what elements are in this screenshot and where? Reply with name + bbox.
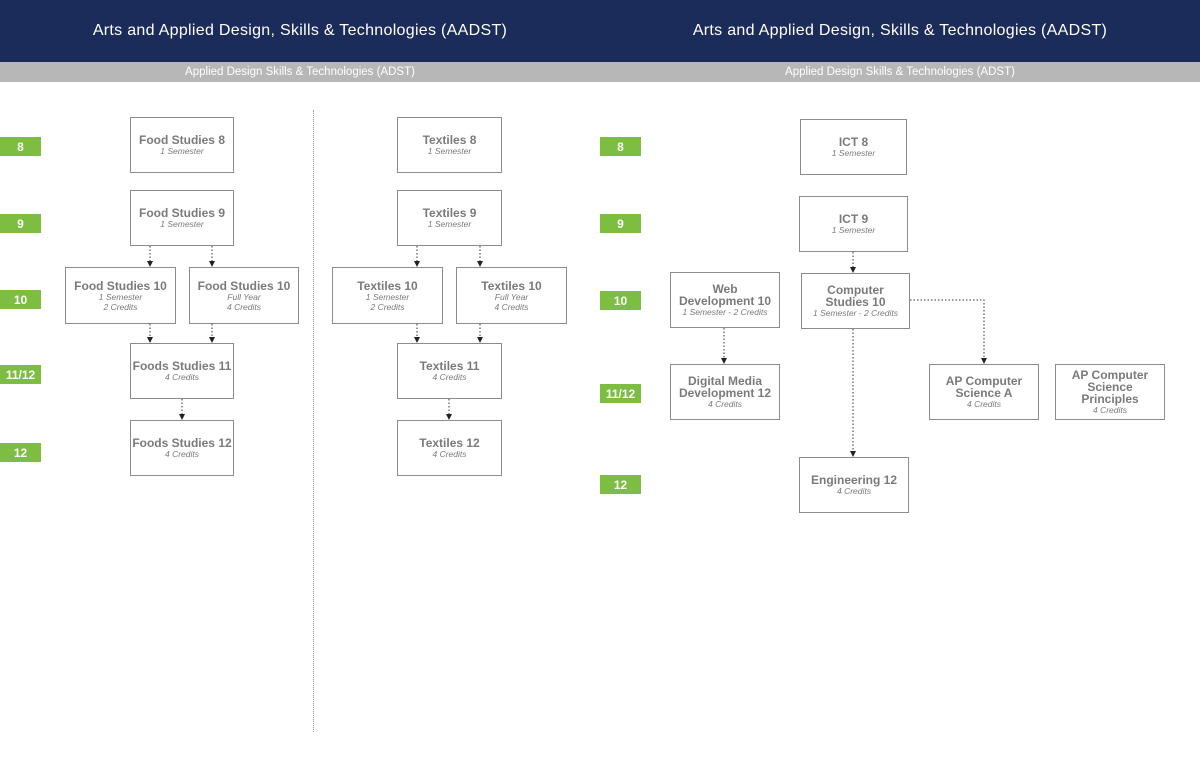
course-name: AP Computer Science Principles bbox=[1071, 368, 1149, 406]
course-name: Engineering 12 bbox=[810, 473, 898, 487]
course-textiles-9: Textiles 9 1 Semester bbox=[397, 190, 502, 246]
course-detail: 1 Semester bbox=[427, 219, 472, 229]
course-name: Food Studies 10 bbox=[74, 278, 167, 293]
course-name: Foods Studies 12 bbox=[132, 436, 232, 450]
course-detail: 1 Semester bbox=[98, 291, 143, 302]
course-ict-9: ICT 9 1 Semester bbox=[799, 196, 908, 252]
course-food-studies-9: Food Studies 9 1 Semester bbox=[130, 190, 234, 246]
course-ap-computer-science-a: AP Computer Science A 4 Credits bbox=[929, 364, 1039, 420]
course-food-studies-10-full-year: Food Studies 10 Full Year 4 Credits bbox=[189, 267, 299, 324]
grade-label-11-12: 11/12 bbox=[600, 384, 641, 403]
course-name: Textiles 12 bbox=[419, 436, 480, 450]
course-detail: 4 Credits bbox=[494, 301, 529, 312]
grade-label-8: 8 bbox=[600, 137, 641, 156]
course-detail: Full Year bbox=[494, 291, 529, 302]
left-page: Arts and Applied Design, Skills & Techno… bbox=[0, 0, 600, 732]
course-web-development-10: Web Development 10 1 Semester - 2 Credit… bbox=[670, 272, 780, 328]
course-name: ICT 9 bbox=[838, 212, 869, 226]
course-computer-studies-10: Computer Studies 10 1 Semester - 2 Credi… bbox=[801, 273, 910, 329]
course-detail: 4 Credits bbox=[432, 372, 467, 382]
grade-label-9: 9 bbox=[600, 214, 641, 233]
course-detail: 1 Semester bbox=[160, 146, 204, 156]
course-detail: 1 Semester bbox=[427, 146, 472, 156]
course-name: Textiles 10 bbox=[481, 278, 542, 293]
grade-label-10: 10 bbox=[600, 291, 641, 310]
course-name: Food Studies 8 bbox=[138, 133, 225, 147]
grade-label-8: 8 bbox=[0, 137, 41, 156]
course-detail: Full Year bbox=[227, 291, 261, 302]
course-detail: 2 Credits bbox=[103, 301, 138, 312]
course-detail: 1 Semester - 2 Credits bbox=[812, 308, 899, 318]
page-header: Arts and Applied Design, Skills & Techno… bbox=[0, 0, 600, 62]
course-foods-studies-11: Foods Studies 11 4 Credits bbox=[130, 343, 234, 399]
page-subheader: Applied Design Skills & Technologies (AD… bbox=[0, 62, 600, 82]
course-textiles-8: Textiles 8 1 Semester bbox=[397, 117, 502, 173]
course-name: Foods Studies 11 bbox=[132, 359, 232, 373]
course-detail: 4 Credits bbox=[164, 449, 199, 459]
course-detail: 4 Credits bbox=[966, 399, 1001, 409]
course-name: Textiles 8 bbox=[422, 133, 477, 147]
course-detail: 1 Semester bbox=[831, 148, 876, 158]
course-textiles-12: Textiles 12 4 Credits bbox=[397, 420, 502, 476]
page-header: Arts and Applied Design, Skills & Techno… bbox=[600, 0, 1200, 62]
connector-cs10-apcsa bbox=[910, 299, 987, 364]
column-divider bbox=[313, 110, 314, 732]
right-connectors bbox=[721, 252, 987, 457]
grade-label-10: 10 bbox=[0, 290, 41, 309]
course-ict-8: ICT 8 1 Semester bbox=[800, 119, 907, 175]
course-name: Web Development 10 bbox=[678, 282, 772, 308]
page-subheader: Applied Design Skills & Technologies (AD… bbox=[600, 62, 1200, 82]
course-food-studies-8: Food Studies 8 1 Semester bbox=[130, 117, 234, 173]
right-page: Arts and Applied Design, Skills & Techno… bbox=[600, 0, 1200, 776]
grade-label-9: 9 bbox=[0, 214, 41, 233]
course-name: Textiles 10 bbox=[357, 278, 418, 293]
course-detail: 1 Semester bbox=[160, 219, 204, 229]
course-name: Textiles 11 bbox=[419, 359, 480, 373]
course-foods-studies-12: Foods Studies 12 4 Credits bbox=[130, 420, 234, 476]
course-food-studies-10-semester: Food Studies 10 1 Semester 2 Credits bbox=[65, 267, 176, 324]
grade-label-11-12: 11/12 bbox=[0, 365, 41, 384]
course-engineering-12: Engineering 12 4 Credits bbox=[799, 457, 909, 513]
course-detail: 4 Credits bbox=[836, 486, 871, 496]
course-name: Textiles 9 bbox=[422, 206, 477, 220]
course-detail: 1 Semester bbox=[831, 225, 876, 235]
left-connectors bbox=[147, 246, 483, 420]
course-ap-computer-science-principles: AP Computer Science Principles 4 Credits bbox=[1055, 364, 1165, 420]
course-detail: 4 Credits bbox=[1092, 405, 1127, 415]
course-detail: 4 Credits bbox=[707, 399, 742, 409]
course-name: ICT 8 bbox=[838, 135, 869, 149]
course-name: Digital Media Development 12 bbox=[678, 374, 772, 400]
course-detail: 1 Semester - 2 Credits bbox=[682, 307, 768, 317]
course-digital-media-development-12: Digital Media Development 12 4 Credits bbox=[670, 364, 780, 420]
course-detail: 4 Credits bbox=[432, 449, 467, 459]
course-name: AP Computer Science A bbox=[945, 374, 1023, 400]
course-name: Food Studies 10 bbox=[197, 278, 291, 293]
course-textiles-11: Textiles 11 4 Credits bbox=[397, 343, 502, 399]
course-textiles-10-full-year: Textiles 10 Full Year 4 Credits bbox=[456, 267, 567, 324]
course-detail: 1 Semester bbox=[365, 291, 410, 302]
course-detail: 2 Credits bbox=[370, 301, 405, 312]
grade-label-12: 12 bbox=[0, 443, 41, 462]
course-name: Computer Studies 10 bbox=[825, 283, 886, 309]
grade-label-12: 12 bbox=[600, 475, 641, 494]
course-name: Food Studies 9 bbox=[138, 206, 225, 220]
course-detail: 4 Credits bbox=[226, 301, 261, 312]
course-detail: 4 Credits bbox=[164, 372, 199, 382]
course-textiles-10-semester: Textiles 10 1 Semester 2 Credits bbox=[332, 267, 443, 324]
